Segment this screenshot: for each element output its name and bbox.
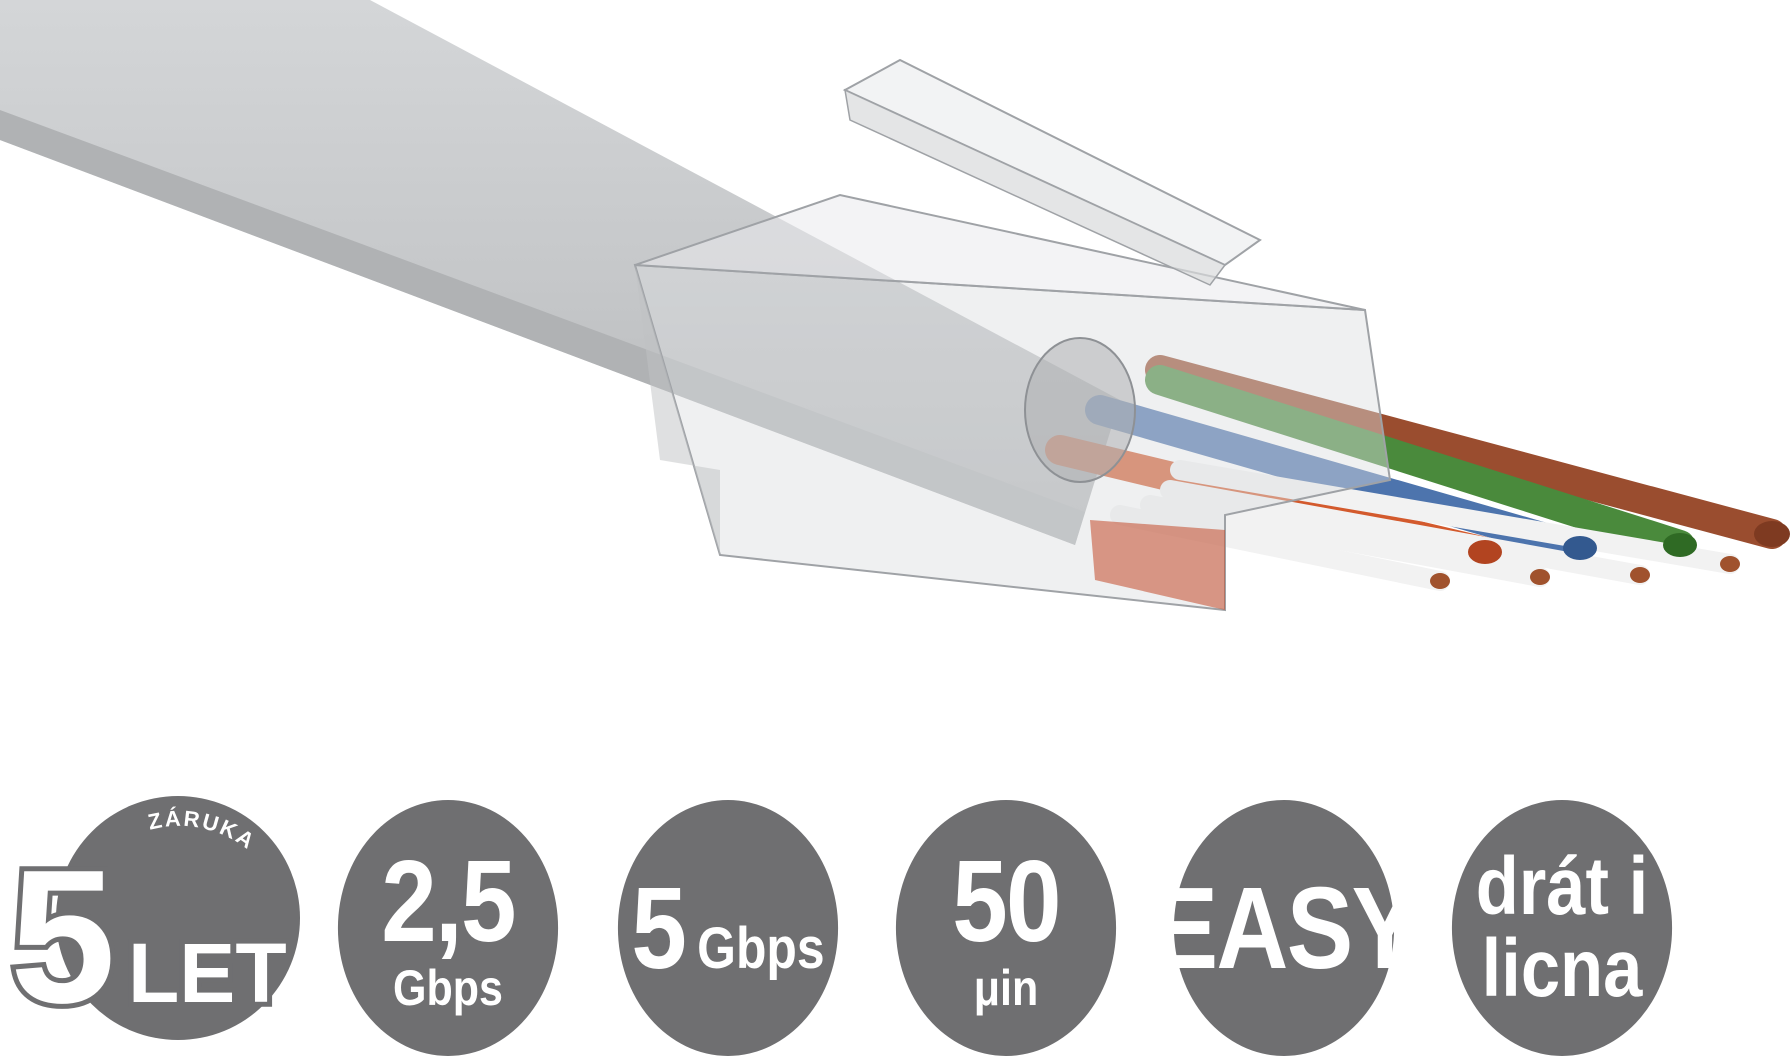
warranty-badge: ZÁRUKA 5 LET [5,796,300,1048]
warranty-word: LET [128,926,287,1020]
badge-unit: Gbps [697,916,825,981]
speed-2-5-gbps-badge: 2,5 Gbps [337,800,559,1056]
badge-main-value: 5 [631,863,686,993]
plug-housing [633,58,1392,612]
badge-main-value: EASY [1151,863,1419,993]
warranty-number: 5 [10,831,116,1043]
badge-unit: μin [973,960,1039,1016]
badge-main-value: 2,5 [381,836,516,966]
badge-line-2: licna [1481,923,1643,1014]
conductor-wires [1045,355,1787,591]
wire-type-badge: drát i licna [1451,800,1673,1056]
badge-main-value: 50 [952,836,1061,966]
badge-unit: Gbps [393,960,503,1016]
wire-ends [1430,521,1790,589]
rj45-connector-illustration [0,0,1790,612]
gold-plating-badge: 50 μin [895,800,1117,1056]
cable-jacket [0,0,1120,545]
speed-5-gbps-badge: 5 Gbps [617,800,839,1056]
easy-badge: EASY [1152,800,1418,1056]
badge-line-1: drát i [1475,841,1649,932]
